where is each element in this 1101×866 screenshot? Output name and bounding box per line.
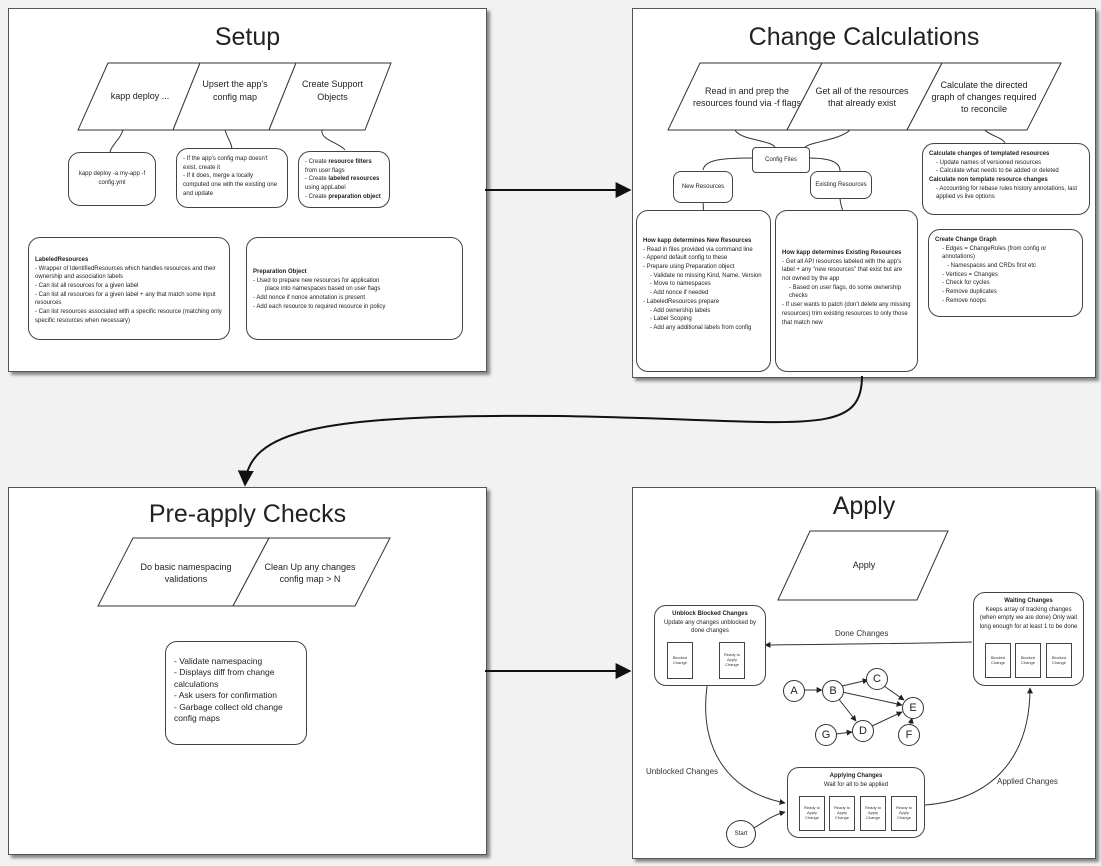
change-step-graph: Calculate the directed graph of changes … [931, 79, 1037, 115]
applying-heading: Applying Changes [829, 773, 883, 779]
labeled-resources-box: LabeledResources - Wrapper of Identified… [28, 237, 230, 340]
apply-step: Apply [852, 560, 876, 571]
graph-line: - Edges = ChangeRules (from config or an… [942, 245, 1047, 261]
preapply-title: Pre-apply Checks [148, 500, 347, 528]
change-step-existing: Get all of the resources that already ex… [815, 85, 909, 108]
graph-node-c: C [866, 668, 888, 690]
new-line: - Label Scoping [650, 316, 692, 323]
labeled-line: - Can list resources associated with a s… [35, 309, 222, 324]
new-line: - Add nonce if needed [650, 290, 709, 297]
deploy-command-box: kapp deploy -a my-app -f config.yml [68, 152, 156, 206]
unblock-text: Update any changes unblocked by done cha… [663, 619, 757, 635]
change-graph-box: Create Change Graph - Edges = ChangeRule… [928, 229, 1083, 317]
preapply-step-cleanup: Clean Up any changes config map > N [264, 561, 356, 584]
new-line: - LabeledResources prepare [643, 298, 720, 305]
applying-ready-change: Ready to Apply Change [829, 796, 855, 831]
prep-line: - Add each resource to required resource… [253, 303, 386, 310]
existing-resources-node: Existing Resources [810, 171, 872, 199]
graph-heading: Create Change Graph [935, 237, 997, 243]
preapply-line: - Displays diff from change calculations [174, 667, 275, 689]
apply-title: Apply [832, 492, 896, 520]
graph-node-b: B [822, 680, 844, 702]
graph-node-e: E [902, 697, 924, 719]
calc-line: - Update names of versioned resources [936, 159, 1042, 166]
existing-line: - Based on user flags, do some ownership… [789, 284, 902, 300]
existing-resources-box: How kapp determines Existing Resources -… [775, 210, 918, 372]
graph-line: - Vertices = Changes [942, 271, 998, 278]
calc-changes-box: Calculate changes of templated resources… [922, 143, 1090, 215]
new-line: - Add any additional labels from config [650, 324, 752, 331]
new-line: - Append default config to these [643, 255, 728, 262]
preapply-line: - Ask users for confirmation [174, 690, 277, 701]
prep-heading: Preparation Object [253, 269, 307, 275]
new-line: - Add ownership labels [650, 307, 711, 314]
support-line: - Create preparation object [305, 193, 381, 200]
prep-line: - Used to prepare new resources for appl… [253, 277, 380, 284]
unblock-blocked-change: Blocked Change [667, 642, 693, 679]
graph-node-g: G [815, 724, 837, 746]
existing-line: - If user wants to patch (don't delete a… [782, 302, 911, 326]
change-title: Change Calculations [748, 23, 980, 51]
new-resources-node: New Resources [673, 171, 733, 203]
labeled-heading: LabeledResources [35, 257, 89, 263]
calc-line: - Calculate what needs to be added or de… [936, 168, 1059, 175]
new-heading: How kapp determines New Resources [643, 238, 752, 244]
labeled-line: - Can list all resources for a given lab… [35, 283, 139, 290]
applying-text: Wait for all to be applied [823, 781, 889, 788]
graph-node-a: A [783, 680, 805, 702]
support-line: - Create labeled resources using appLabe… [305, 176, 380, 192]
waiting-blocked-change: Blocked Change [985, 643, 1011, 678]
preapply-line: - Validate namespacing [174, 656, 263, 666]
deploy-command-text: kapp deploy -a my-app -f config.yml [78, 171, 146, 186]
graph-line: - Check for cycles [942, 280, 990, 287]
new-line: - Validate no missing Kind, Name, Versio… [650, 272, 762, 279]
graph-node-d: D [852, 720, 874, 742]
labeled-line: - Can list all resources for a given lab… [35, 291, 216, 307]
support-line: - Create resource filters from user flag… [305, 159, 372, 174]
preapply-line: - Garbage collect old change config maps [174, 701, 283, 724]
preapply-checks-box: - Validate namespacing - Displays diff f… [165, 641, 307, 745]
labeled-line: - Wrapper of IdentifiedResources which h… [35, 265, 216, 281]
new-resources-box: How kapp determines New Resources - Read… [636, 210, 771, 372]
support-objects-box: - Create resource filters from user flag… [298, 151, 390, 208]
waiting-blocked-change: Blocked Change [1046, 643, 1072, 678]
new-line: - Prepare using Preparation object [643, 264, 735, 271]
preparation-object-box: Preparation Object - Used to prepare new… [246, 237, 463, 340]
setup-title: Setup [214, 23, 281, 51]
calc-heading-templated: Calculate changes of templated resources [929, 151, 1050, 157]
setup-step-deploy: kapp deploy ... [110, 91, 170, 102]
new-line: - Move to namespaces [650, 281, 711, 288]
prep-line: - Add nonce if nonce annotation is prese… [253, 295, 366, 302]
prep-line: place into namespaces based on user flag… [265, 286, 381, 293]
unblock-heading: Unblock Blocked Changes [672, 611, 748, 617]
configmap-line: - If it does, merge a locally computed o… [183, 173, 278, 197]
configmap-box: - If the app's config map doesn't exist,… [176, 148, 288, 208]
waiting-heading: Waiting Changes [1004, 598, 1053, 604]
start-node: Start [726, 820, 756, 848]
new-line: - Read in files provided via command lin… [643, 246, 753, 253]
calc-line: - Accounting for rebase rules history an… [936, 185, 1078, 201]
graph-line: - Remove noops [942, 297, 987, 304]
calc-heading-nontemplate: Calculate non template resource changes [929, 177, 1048, 184]
existing-heading: How kapp determines Existing Resources [782, 250, 902, 256]
graph-node-f: F [898, 724, 920, 746]
preapply-step-namespacing: Do basic namespacing validations [140, 561, 232, 584]
existing-line: - Get all API resources labeled with the… [782, 258, 903, 283]
applied-changes-label: Applied Changes [997, 777, 1058, 786]
applying-ready-change: Ready to Apply Change [891, 796, 917, 831]
configmap-line: - If the app's config map doesn't exist,… [183, 156, 268, 171]
graph-line: - Namespaces and CRDs first etc [947, 263, 1037, 270]
graph-line: - Remove duplicates [942, 289, 997, 296]
unblocked-changes-label: Unblocked Changes [646, 767, 719, 776]
applying-ready-change: Ready to Apply Change [799, 796, 825, 831]
done-changes-label: Done Changes [835, 629, 889, 638]
change-step-read: Read in and prep the resources found via… [692, 85, 802, 108]
config-files-node: Config Files [752, 147, 810, 173]
setup-step-configmap: Upsert the app's config map [202, 79, 268, 102]
unblock-ready-change: Ready to Apply Change [719, 642, 745, 679]
waiting-blocked-change: Blocked Change [1015, 643, 1041, 678]
setup-step-support: Create Support Objects [301, 79, 364, 102]
applying-ready-change: Ready to Apply Change [860, 796, 886, 831]
waiting-text: Keeps array of tracking changes (when em… [979, 606, 1078, 631]
